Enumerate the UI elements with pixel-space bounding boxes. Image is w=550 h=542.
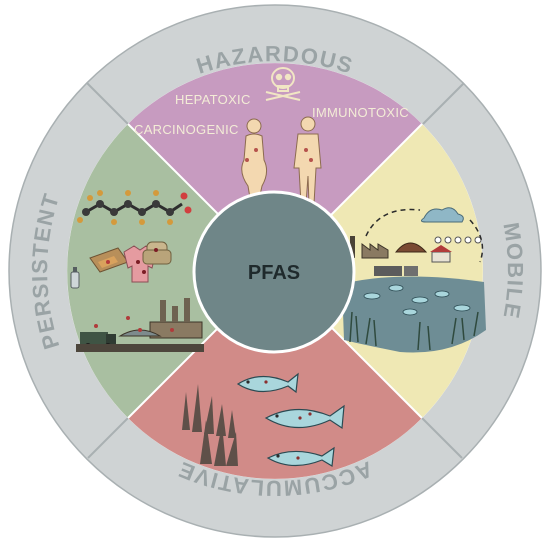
hepatotoxic-label: HEPATOXIC (175, 92, 251, 107)
skull-crossbones-icon (265, 67, 301, 101)
farm-icon (374, 236, 482, 276)
pfas-molecule-icon (77, 190, 192, 225)
river-fish (363, 284, 471, 316)
cloud-icon (420, 207, 464, 223)
ring-dividers (86, 82, 465, 459)
seaweed-icon (182, 384, 238, 466)
river-seaweed (349, 311, 479, 351)
landfill-icon (394, 242, 428, 253)
fish-icon (236, 372, 345, 467)
immunotoxic-label: IMMUNOTOXIC (312, 105, 409, 120)
center-circle (192, 190, 356, 354)
armchair-icon (142, 241, 172, 265)
carcinogenic-label: CARCINOGENIC (134, 122, 239, 137)
center-label: PFAS (248, 262, 300, 284)
pizza-box-icon (89, 247, 129, 273)
contamination-dots (94, 316, 174, 332)
factory-boat-icon (118, 298, 203, 339)
spray-can-icon (70, 267, 80, 289)
ground-strip (76, 344, 204, 352)
male-body-icon (293, 116, 322, 205)
hazardous-wedge (128, 63, 422, 271)
factory-icon (350, 236, 389, 259)
female-body-icon (241, 118, 268, 205)
